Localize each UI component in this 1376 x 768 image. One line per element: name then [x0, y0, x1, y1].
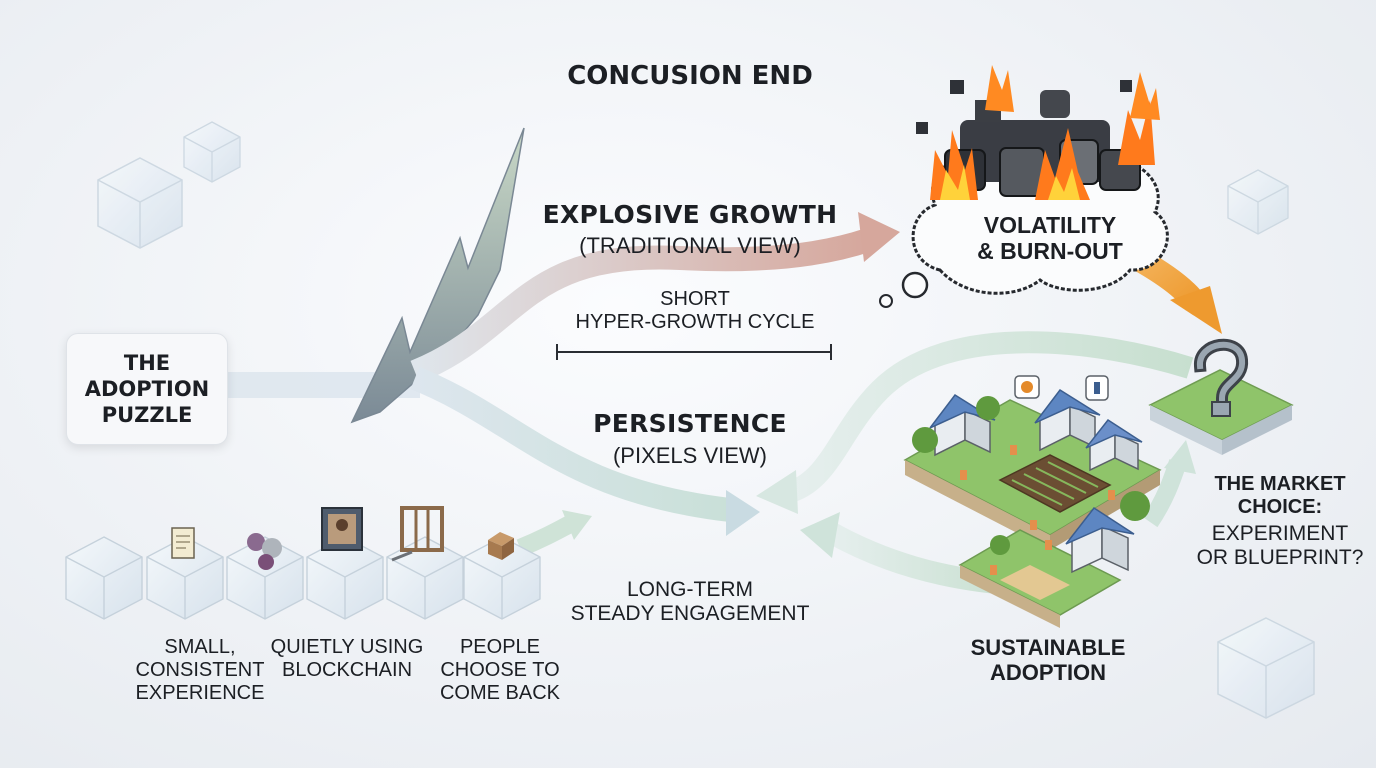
persistence-heading: PERSISTENCE	[593, 409, 787, 438]
step-label-3: PEOPLE CHOOSE TO COME BACK	[439, 636, 561, 704]
burning-pile-icon	[916, 65, 1160, 200]
long-term-label: LONG-TERM STEADY ENGAGEMENT	[570, 578, 810, 626]
short-cycle-bracket	[556, 344, 832, 360]
page-title: CONCUSION END	[567, 61, 813, 91]
explosive-growth-subheading: (TRADITIONAL VIEW)	[579, 233, 801, 258]
sustainable-up-arrowhead	[1164, 440, 1196, 474]
steps-arrow	[516, 516, 575, 557]
short-cycle-label: SHORT HYPER-GROWTH CYCLE	[575, 288, 815, 333]
sustainable-adoption-label: SUSTAINABLE ADOPTION	[970, 635, 1126, 686]
house-2	[1034, 389, 1101, 452]
return-arrow-top-head	[756, 470, 798, 514]
return-arrow-bottom-head	[800, 512, 840, 558]
return-arrow-top	[786, 331, 1194, 503]
wooden-frame-icon	[391, 506, 444, 562]
adoption-puzzle-card: THE ADOPTION PUZZLE	[66, 333, 228, 445]
adoption-puzzle-label: THE ADOPTION PUZZLE	[84, 350, 210, 428]
house-4	[1065, 506, 1135, 574]
step-cubes	[65, 536, 541, 620]
resource-orbs-icon	[247, 533, 282, 570]
market-choice-options: EXPERIMENT OR BLUEPRINT?	[1196, 522, 1364, 570]
persistence-arrowhead	[726, 490, 760, 536]
persistence-arrow	[410, 366, 732, 522]
house-1	[929, 394, 996, 457]
house-3	[1085, 418, 1143, 472]
persistence-subheading: (PIXELS VIEW)	[612, 443, 768, 468]
steps-arrowhead	[562, 510, 592, 540]
step-label-2: QUIETLY USING BLOCKCHAIN	[270, 636, 424, 681]
market-choice-label: THE MARKET CHOICE:	[1214, 473, 1346, 518]
crate-icon	[488, 532, 514, 560]
document-icon	[171, 527, 195, 559]
burnout-arrowhead	[1170, 286, 1222, 334]
burnout-label: VOLATILITY & BURN-OUT	[977, 212, 1123, 265]
question-mark-platform-icon	[1148, 338, 1294, 455]
decorative-cubes	[97, 121, 1315, 719]
explosive-growth-heading: EXPLOSIVE GROWTH	[542, 200, 838, 229]
growth-arrow	[410, 228, 872, 384]
growth-arrowhead	[858, 212, 900, 262]
framed-portrait-icon	[321, 507, 363, 551]
village-icon	[903, 375, 1162, 628]
step-label-1: SMALL, CONSISTENT EXPERIENCE	[135, 636, 265, 704]
